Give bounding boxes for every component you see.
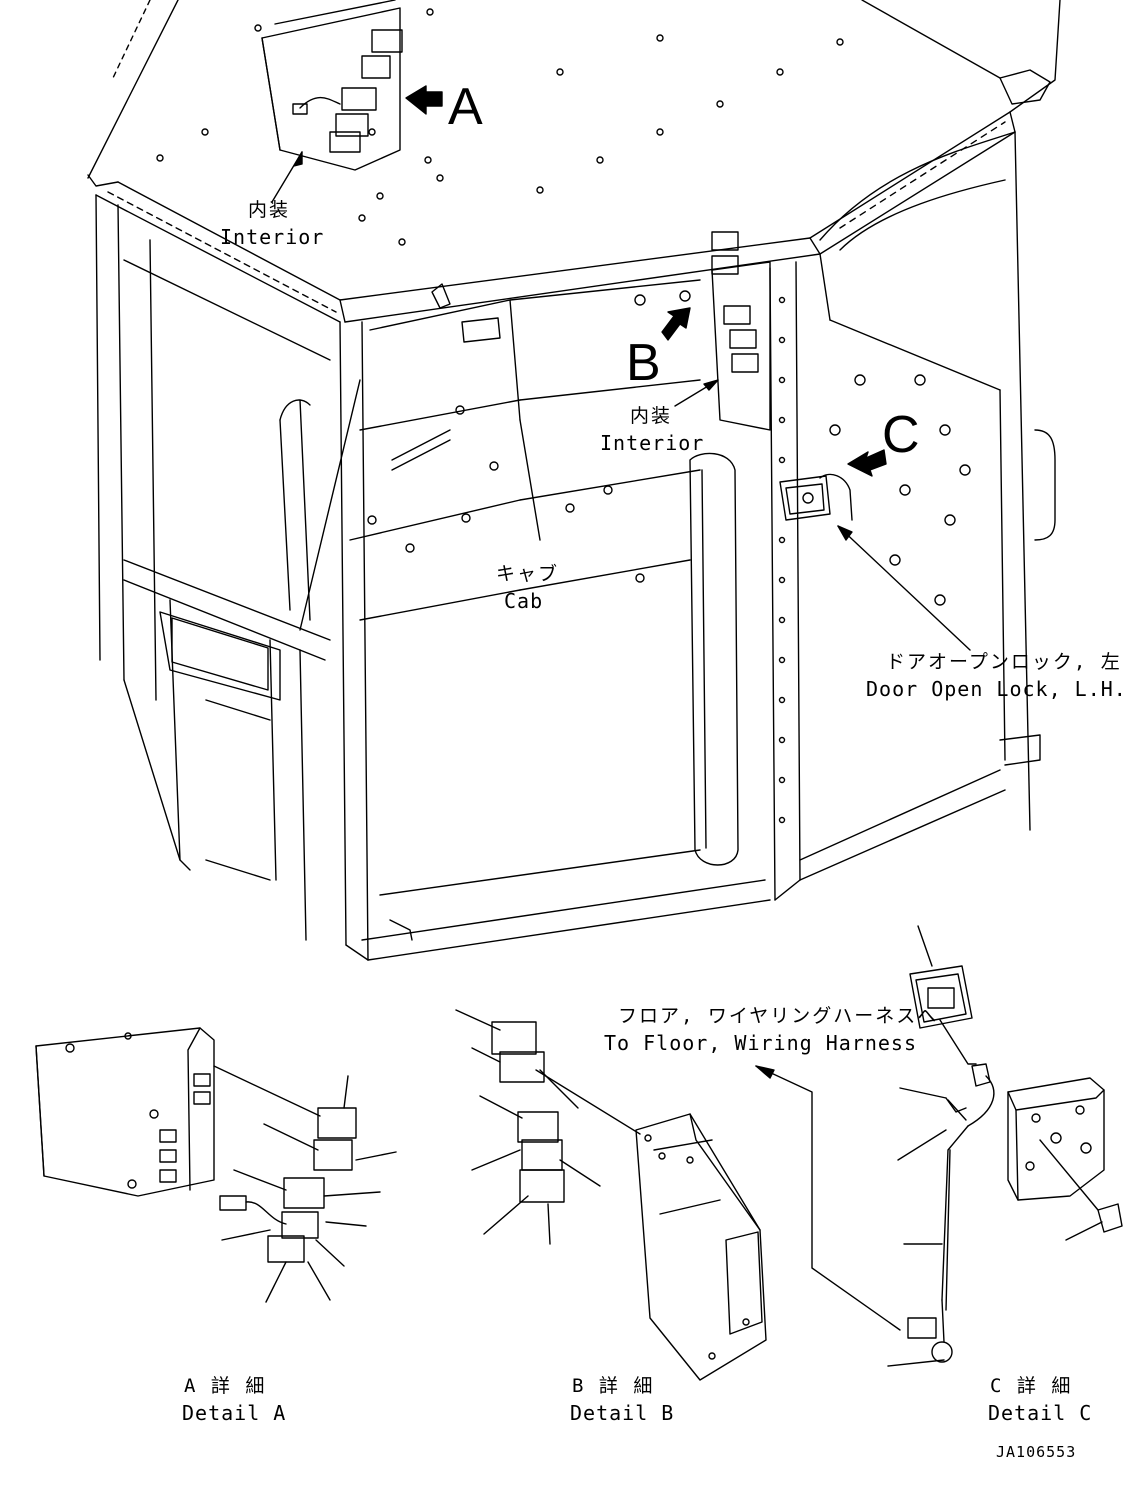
label-detail-b-en: Detail B [570,1401,675,1425]
label-cab-en: Cab [504,589,544,613]
callout-label-c: C [882,406,920,464]
callout-label-b: B [626,334,661,392]
label-floor-harness-en: To Floor, Wiring Harness [604,1031,917,1055]
label-detail-c-jp: C 詳 細 [990,1375,1073,1397]
cab-floor-frame [361,849,771,961]
label-door-lock-en: Door Open Lock, L.H. [866,677,1127,701]
label-detail-a-en: Detail A [182,1401,287,1425]
callout-arrow-a [405,85,443,115]
interior-panel-b [711,231,771,431]
detail-b-illustration [455,1009,767,1381]
cab-back-wall [349,279,701,621]
door-open-lock [779,473,853,521]
label-interior-b-jp: 内装 [630,405,673,427]
detail-c-illustration [887,925,1123,1367]
label-cab-jp: キャブ [496,563,560,585]
label-interior-b-en: Interior [600,431,705,455]
label-detail-a-jp: A 詳 細 [184,1375,267,1397]
leader-to-floor [755,1065,901,1331]
cab-left-wall [95,194,369,961]
label-detail-b-jp: B 詳 細 [572,1375,655,1397]
label-detail-c-en: Detail C [988,1401,1093,1425]
label-interior-a-jp: 内装 [248,199,291,221]
roof-bolts [156,8,844,246]
callout-arrow-b [661,307,691,341]
leader-door-lock [837,525,971,651]
cab-roof [87,0,1061,323]
interior-panel-a [261,0,403,171]
label-interior-a-en: Interior [220,225,325,249]
label-floor-harness-jp: フロア, ワイヤリングハーネスへ [618,1005,939,1027]
detail-a-illustration [35,1027,397,1303]
cab-right-side [689,131,1056,901]
label-door-lock-jp: ドアオープンロック, 左 [886,651,1122,673]
callout-arrow-c [847,449,887,477]
drawing-number: JA106553 [996,1443,1077,1461]
callout-label-a: A [448,78,483,136]
